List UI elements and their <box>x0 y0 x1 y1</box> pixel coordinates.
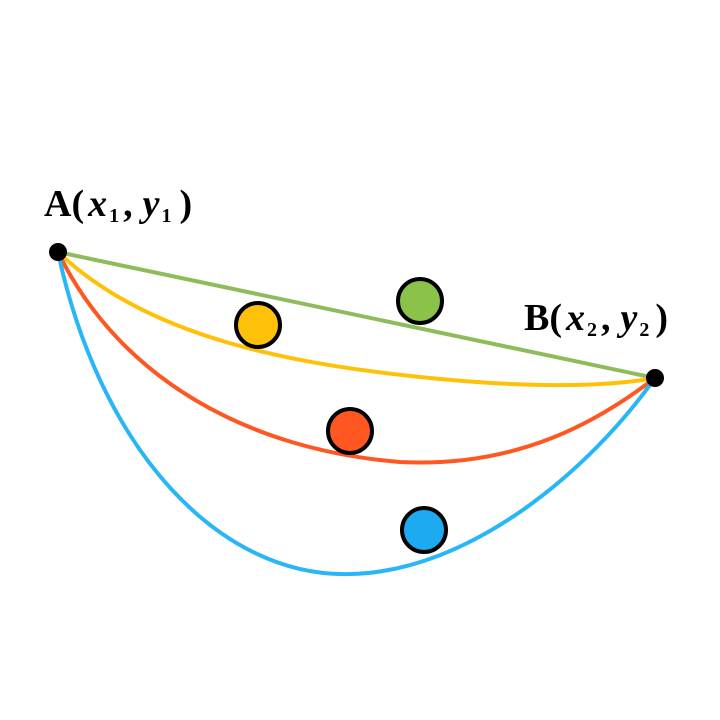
straight-path-green <box>56 250 657 380</box>
ball-green <box>396 277 444 325</box>
endpoint-a <box>49 243 67 261</box>
curve-path-orange <box>56 250 657 465</box>
ball-orange <box>326 407 374 455</box>
ball-yellow <box>234 301 282 349</box>
curve-path-yellow <box>56 250 657 388</box>
curve-path-blue <box>56 250 657 577</box>
ball-blue <box>400 506 448 554</box>
endpoint-b <box>646 369 664 387</box>
